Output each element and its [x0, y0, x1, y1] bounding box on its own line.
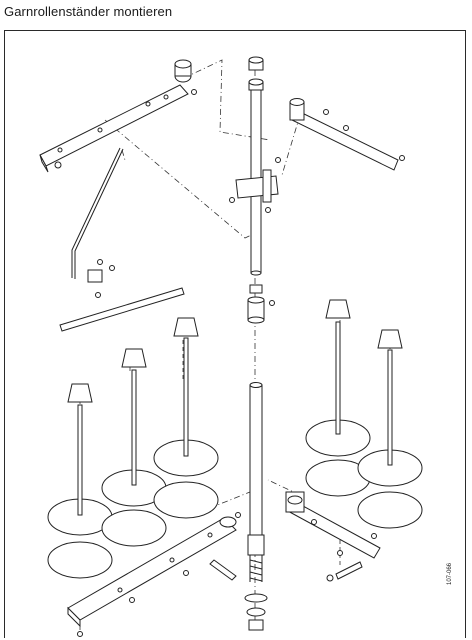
upper-right-spool-arm	[289, 98, 405, 171]
spool-plates-right	[305, 419, 423, 529]
spindles-and-cones	[67, 299, 403, 516]
pole-coupler-parts	[247, 284, 275, 324]
lower-center-pole	[244, 382, 268, 631]
illustration-frame	[4, 30, 466, 638]
pole-clamp-block	[229, 157, 281, 213]
upper-left-spool-arm	[39, 59, 197, 173]
page-title: Garnrollenständer montieren	[4, 4, 173, 19]
base-screws	[77, 550, 363, 637]
base-arm-right	[285, 491, 381, 559]
spool-plates-left	[47, 439, 219, 579]
thread-guide-rod	[71, 147, 124, 279]
base-arm-left	[67, 512, 241, 628]
figure-code: 107-066	[447, 562, 453, 585]
upper-center-pole	[248, 56, 264, 276]
thread-guide-bar	[59, 259, 185, 332]
